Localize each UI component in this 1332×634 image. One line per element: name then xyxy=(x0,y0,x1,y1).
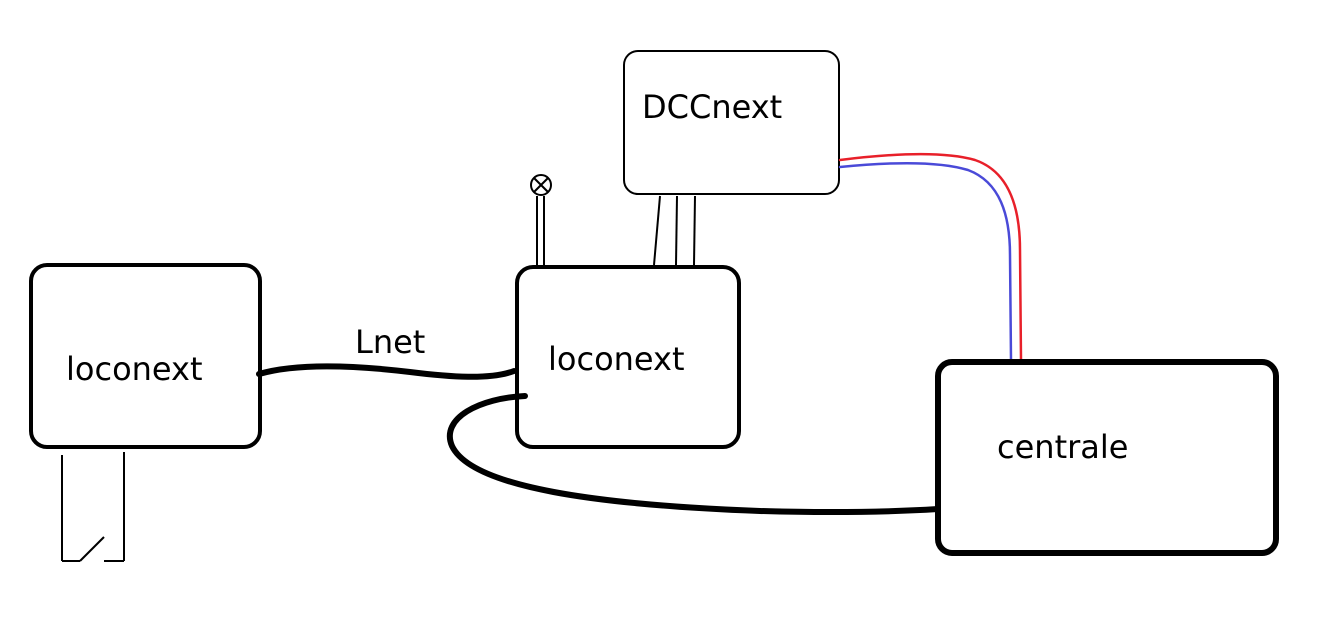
loconext-center-label: loconext xyxy=(548,340,685,378)
loconext-left-label: loconext xyxy=(66,350,203,388)
loconext-left-box xyxy=(29,263,262,449)
dccnext-loconext-wires xyxy=(653,195,696,266)
wire-red xyxy=(838,152,1023,362)
loconext-centrale-cable xyxy=(446,393,941,516)
loconext-left-node: loconext xyxy=(29,263,262,449)
dccnext-centrale-cable xyxy=(838,152,1023,362)
switch-symbol xyxy=(61,452,125,562)
antenna-lamp xyxy=(530,174,552,265)
dccnext-box xyxy=(623,50,840,195)
dccnext-label: DCCnext xyxy=(642,88,782,126)
dccnext-node: DCCnext xyxy=(623,50,840,195)
centrale-box xyxy=(935,359,1279,556)
loconext-center-box xyxy=(515,265,741,449)
centrale-node: centrale xyxy=(935,359,1279,556)
lnet-cable xyxy=(256,363,517,380)
wire-blue xyxy=(838,162,1013,362)
lnet-label: Lnet xyxy=(355,323,425,361)
loconext-center-node: loconext xyxy=(515,265,741,449)
centrale-label: centrale xyxy=(997,428,1128,466)
